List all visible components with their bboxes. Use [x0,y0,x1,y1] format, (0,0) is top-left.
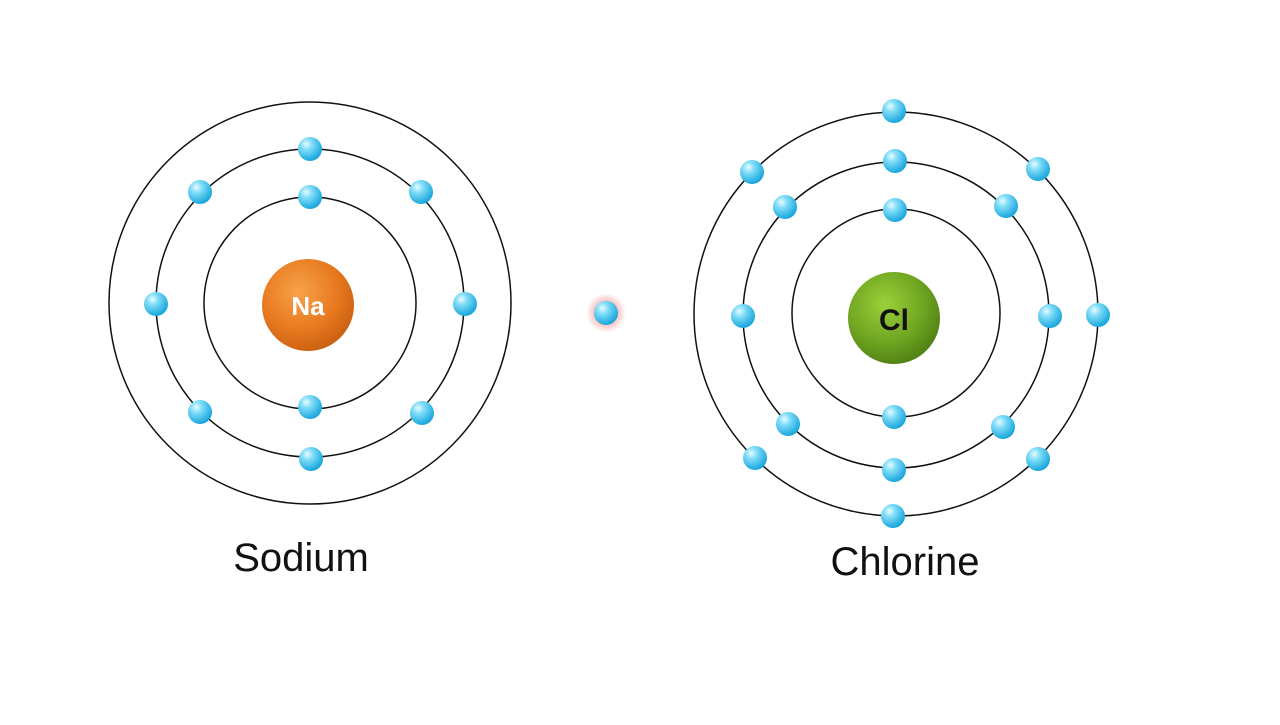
sodium-label: Sodium [233,536,369,580]
electron [991,415,1015,439]
electron [1026,447,1050,471]
electron [144,292,168,316]
chlorine-symbol: Cl [879,304,909,337]
transferring-electron [586,293,626,333]
electron [298,137,322,161]
electron [298,185,322,209]
chlorine-atom: Cl [693,99,1110,528]
sodium-atom: Na [108,101,512,505]
electron [1086,303,1110,327]
electron [594,301,618,325]
chlorine-nucleus [848,272,940,364]
electron [453,292,477,316]
electron [1038,304,1062,328]
electron [410,401,434,425]
electron [882,405,906,429]
sodium-nucleus [262,259,354,351]
electron [883,149,907,173]
sodium-symbol: Na [291,291,325,321]
electron [883,198,907,222]
electron [743,446,767,470]
electron [409,180,433,204]
sodium-shell-3 [108,101,512,505]
electron [740,160,764,184]
electron [881,504,905,528]
electron [188,180,212,204]
electron [188,400,212,424]
electron [1026,157,1050,181]
electron [731,304,755,328]
electron [776,412,800,436]
electron [882,99,906,123]
chlorine-label: Chlorine [830,540,980,584]
electron [299,447,323,471]
electron [994,194,1018,218]
electron [882,458,906,482]
electron [298,395,322,419]
electron [773,195,797,219]
